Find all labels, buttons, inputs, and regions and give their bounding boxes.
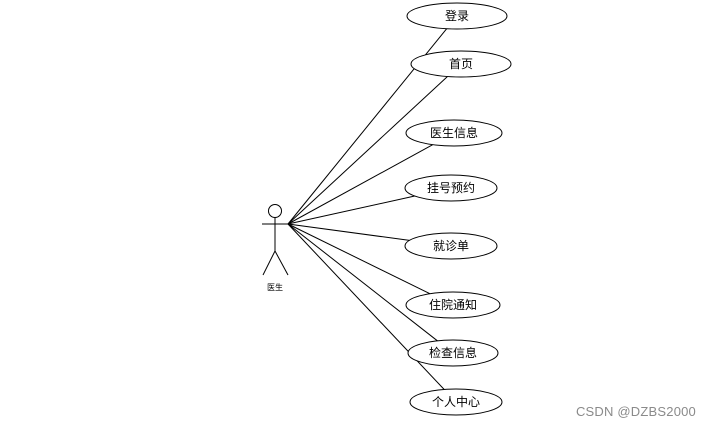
actor-head	[268, 204, 282, 218]
actor-right-leg	[274, 250, 289, 276]
association-line	[287, 223, 445, 390]
actor-doctor	[262, 204, 289, 276]
use-case-doctor-info: 医生信息	[405, 119, 503, 147]
association-line	[287, 76, 448, 225]
use-case-exam-info: 检查信息	[407, 339, 499, 367]
use-case-visit-slip: 就诊单	[404, 232, 498, 260]
associations	[287, 28, 448, 390]
use-case-label: 就诊单	[433, 239, 469, 253]
use-case-home: 首页	[410, 50, 512, 78]
use-cases: 登录 首页 医生信息 挂号预约 就诊单 住院通知 检查信息 个人中心	[404, 2, 512, 416]
actor-left-leg	[262, 250, 276, 276]
use-case-label: 住院通知	[429, 298, 477, 312]
use-case-personal-center: 个人中心	[409, 388, 503, 416]
use-case-label: 个人中心	[432, 394, 480, 409]
use-case-hospitalization-notice: 住院通知	[405, 291, 501, 319]
use-case-label: 首页	[449, 57, 473, 71]
use-case-label: 登录	[445, 8, 469, 23]
use-case-label: 检查信息	[429, 345, 477, 360]
use-case-label: 医生信息	[430, 125, 478, 140]
use-case-login: 登录	[406, 2, 508, 30]
watermark: CSDN @DZBS2000	[575, 404, 696, 419]
association-line	[287, 223, 438, 342]
actor-label: 医生	[267, 282, 283, 292]
association-line	[287, 223, 431, 295]
use-case-label: 挂号预约	[427, 180, 475, 195]
use-case-appointment: 挂号预约	[404, 174, 498, 202]
association-line	[287, 144, 433, 225]
association-line	[287, 223, 410, 241]
association-line	[287, 195, 415, 225]
